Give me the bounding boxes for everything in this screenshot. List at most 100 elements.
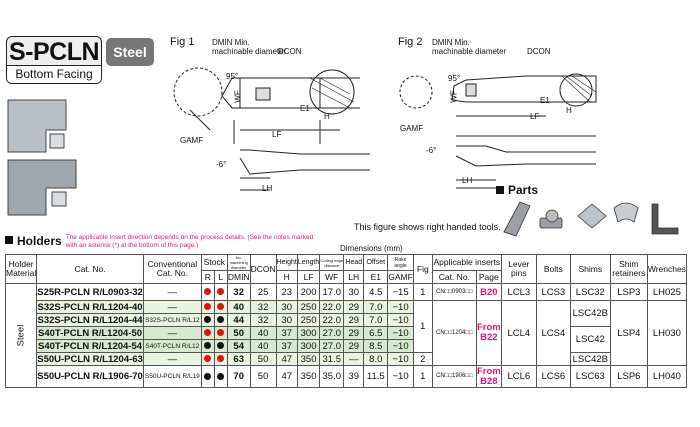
- table-row: Steel S25R-PCLN R/L0903-32 — 32 25 23 20…: [4, 283, 687, 388]
- stock-l-black-dot: [217, 316, 225, 324]
- stock-l-black-dot: [217, 372, 225, 380]
- dcon-cell: 32: [249, 300, 277, 314]
- fig1-machinable-label: machinable diameter: [212, 47, 287, 56]
- fig-cell: 1: [412, 365, 433, 388]
- fig1-label: Fig 1: [170, 36, 195, 48]
- wf-cell: 27.0: [319, 339, 345, 353]
- stock-l-cell: [213, 326, 228, 340]
- table-row: S40T-PCLN R/L1204-50 — 50 40 37 300 27.0…: [5, 326, 687, 353]
- fig1-drawing: [173, 67, 370, 191]
- lf-cell: 250: [296, 313, 321, 327]
- conv-cell: —: [142, 326, 202, 340]
- fig1-gamf-label: GAMF: [180, 136, 204, 145]
- th-rake: Rake angle: [387, 254, 414, 271]
- e1-cell: 7.0: [363, 300, 389, 314]
- fig2-dcon-label: DCON: [527, 47, 551, 56]
- h-cell: 30: [275, 300, 298, 314]
- cat-no-cell: S40T-PCLN R/L1204-54: [36, 339, 144, 353]
- stock-l-cell: [213, 300, 228, 314]
- lh-cell: 29: [343, 313, 365, 327]
- wf-cell: 22.0: [319, 313, 345, 327]
- wf-cell: 35.0: [319, 365, 345, 388]
- th-length: Length: [296, 254, 321, 271]
- stock-r-cell: [200, 339, 215, 353]
- page-link[interactable]: From B22: [475, 300, 502, 366]
- table-row: S32S-PCLN R/L1204-40 — 40 32 30 250 22.0…: [5, 300, 687, 366]
- th-bolts: Bolts: [535, 254, 571, 284]
- stock-r-black-dot: [204, 316, 212, 324]
- cat-no-cell: S32S-PCLN R/L1204-40: [36, 300, 144, 314]
- stock-l-cell: [213, 313, 228, 327]
- parts-bullet-icon: [496, 186, 504, 194]
- conv-cell: S50U-PCLN R/L19: [142, 365, 202, 388]
- material-tag: Steel: [106, 38, 154, 66]
- cat-no-cell: S50U-PCLN R/L1204-63: [36, 352, 144, 366]
- fig1-dmin-label: DMIN Min.: [212, 38, 250, 47]
- th-l: L: [213, 270, 228, 284]
- conv-cell: —: [142, 283, 202, 301]
- wf-cell: 31.5: [319, 352, 345, 366]
- dimensions-header: Dimensions (mm): [340, 244, 403, 253]
- stock-l-red-dot: [217, 329, 225, 337]
- stock-r-black-dot: [204, 372, 212, 380]
- fig1-h-label: H: [324, 112, 330, 121]
- th-lever-pins: Lever pins: [500, 254, 537, 284]
- th-gamf: GAMF: [387, 270, 414, 284]
- e1-cell: 6.5: [363, 326, 389, 340]
- stock-r-red-dot: [204, 288, 212, 296]
- lever-cell: LCL6: [500, 365, 537, 388]
- h-cell: 37: [275, 339, 298, 353]
- right-hand-note: This figure shows right handed tools.: [354, 222, 501, 232]
- dcon-cell: 40: [249, 339, 277, 353]
- parts-illustrations: [503, 201, 679, 237]
- dmin-cell: 40: [226, 300, 251, 314]
- lever-cell: LCL4: [500, 300, 537, 366]
- dmin-cell: 44: [226, 313, 251, 327]
- fig2-dmin-label: DMIN Min.: [432, 38, 470, 47]
- fig1-dcon-label: DCON: [278, 47, 302, 56]
- th-dmin-note: No. machining diameter: [226, 254, 251, 271]
- series-subtitle: Bottom Facing: [7, 65, 101, 83]
- stock-r-cell: [200, 365, 215, 388]
- fig2-h-label: H: [566, 106, 572, 115]
- stock-l-red-dot: [217, 355, 225, 363]
- th-stock: Stock: [200, 254, 228, 271]
- lh-cell: 39: [343, 365, 365, 388]
- dcon-cell: 25: [249, 283, 277, 301]
- dmin-cell: 54: [226, 339, 251, 353]
- holders-table: Holder Material Cat. No. Conventional Ca…: [4, 254, 687, 388]
- h-cell: 30: [275, 313, 298, 327]
- retainer-cell: LSP6: [609, 365, 648, 388]
- page-from: From: [476, 322, 501, 333]
- th-offset: Offset: [363, 254, 389, 271]
- table-row: S50U-PCLN R/L1204-63 — 63 50 47 350 31.5…: [5, 352, 687, 366]
- parts-title-text: Parts: [508, 183, 539, 197]
- page-link[interactable]: B20: [475, 283, 502, 301]
- th-ins-cat: Cat. No.: [431, 270, 477, 284]
- lf-cell: 300: [296, 339, 321, 353]
- stock-l-cell: [213, 283, 228, 301]
- shim-icon: [577, 203, 607, 229]
- e1-cell: 8.5: [363, 339, 389, 353]
- page-link[interactable]: From B28: [475, 365, 502, 388]
- stock-r-cell: [200, 326, 215, 340]
- shim-cell: LSC32: [569, 283, 611, 301]
- wrench-cell: LH040: [646, 365, 687, 388]
- th-dcon: DCON: [249, 254, 277, 284]
- th-shims: Shims: [569, 254, 611, 284]
- fig-cell: 1: [412, 283, 433, 301]
- th-cutting-edge: Cutting edge distance: [319, 254, 345, 271]
- gamf-cell: −10: [387, 365, 414, 388]
- lever-pin-icon: [503, 201, 531, 237]
- material-cell: Steel: [4, 283, 38, 388]
- gamf-cell: −10: [387, 326, 414, 340]
- lh-cell: 29: [343, 326, 365, 340]
- h-cell: 47: [275, 365, 298, 388]
- lf-cell: 350: [296, 365, 321, 388]
- holders-bullet-icon: [5, 236, 13, 244]
- retainer-cell: LSP4: [609, 300, 648, 366]
- e1-cell: 8.0: [363, 352, 389, 366]
- insert-photo-illustration: [7, 99, 77, 216]
- gamf-cell: −10: [387, 352, 414, 366]
- dmin-cell: 70: [226, 365, 251, 388]
